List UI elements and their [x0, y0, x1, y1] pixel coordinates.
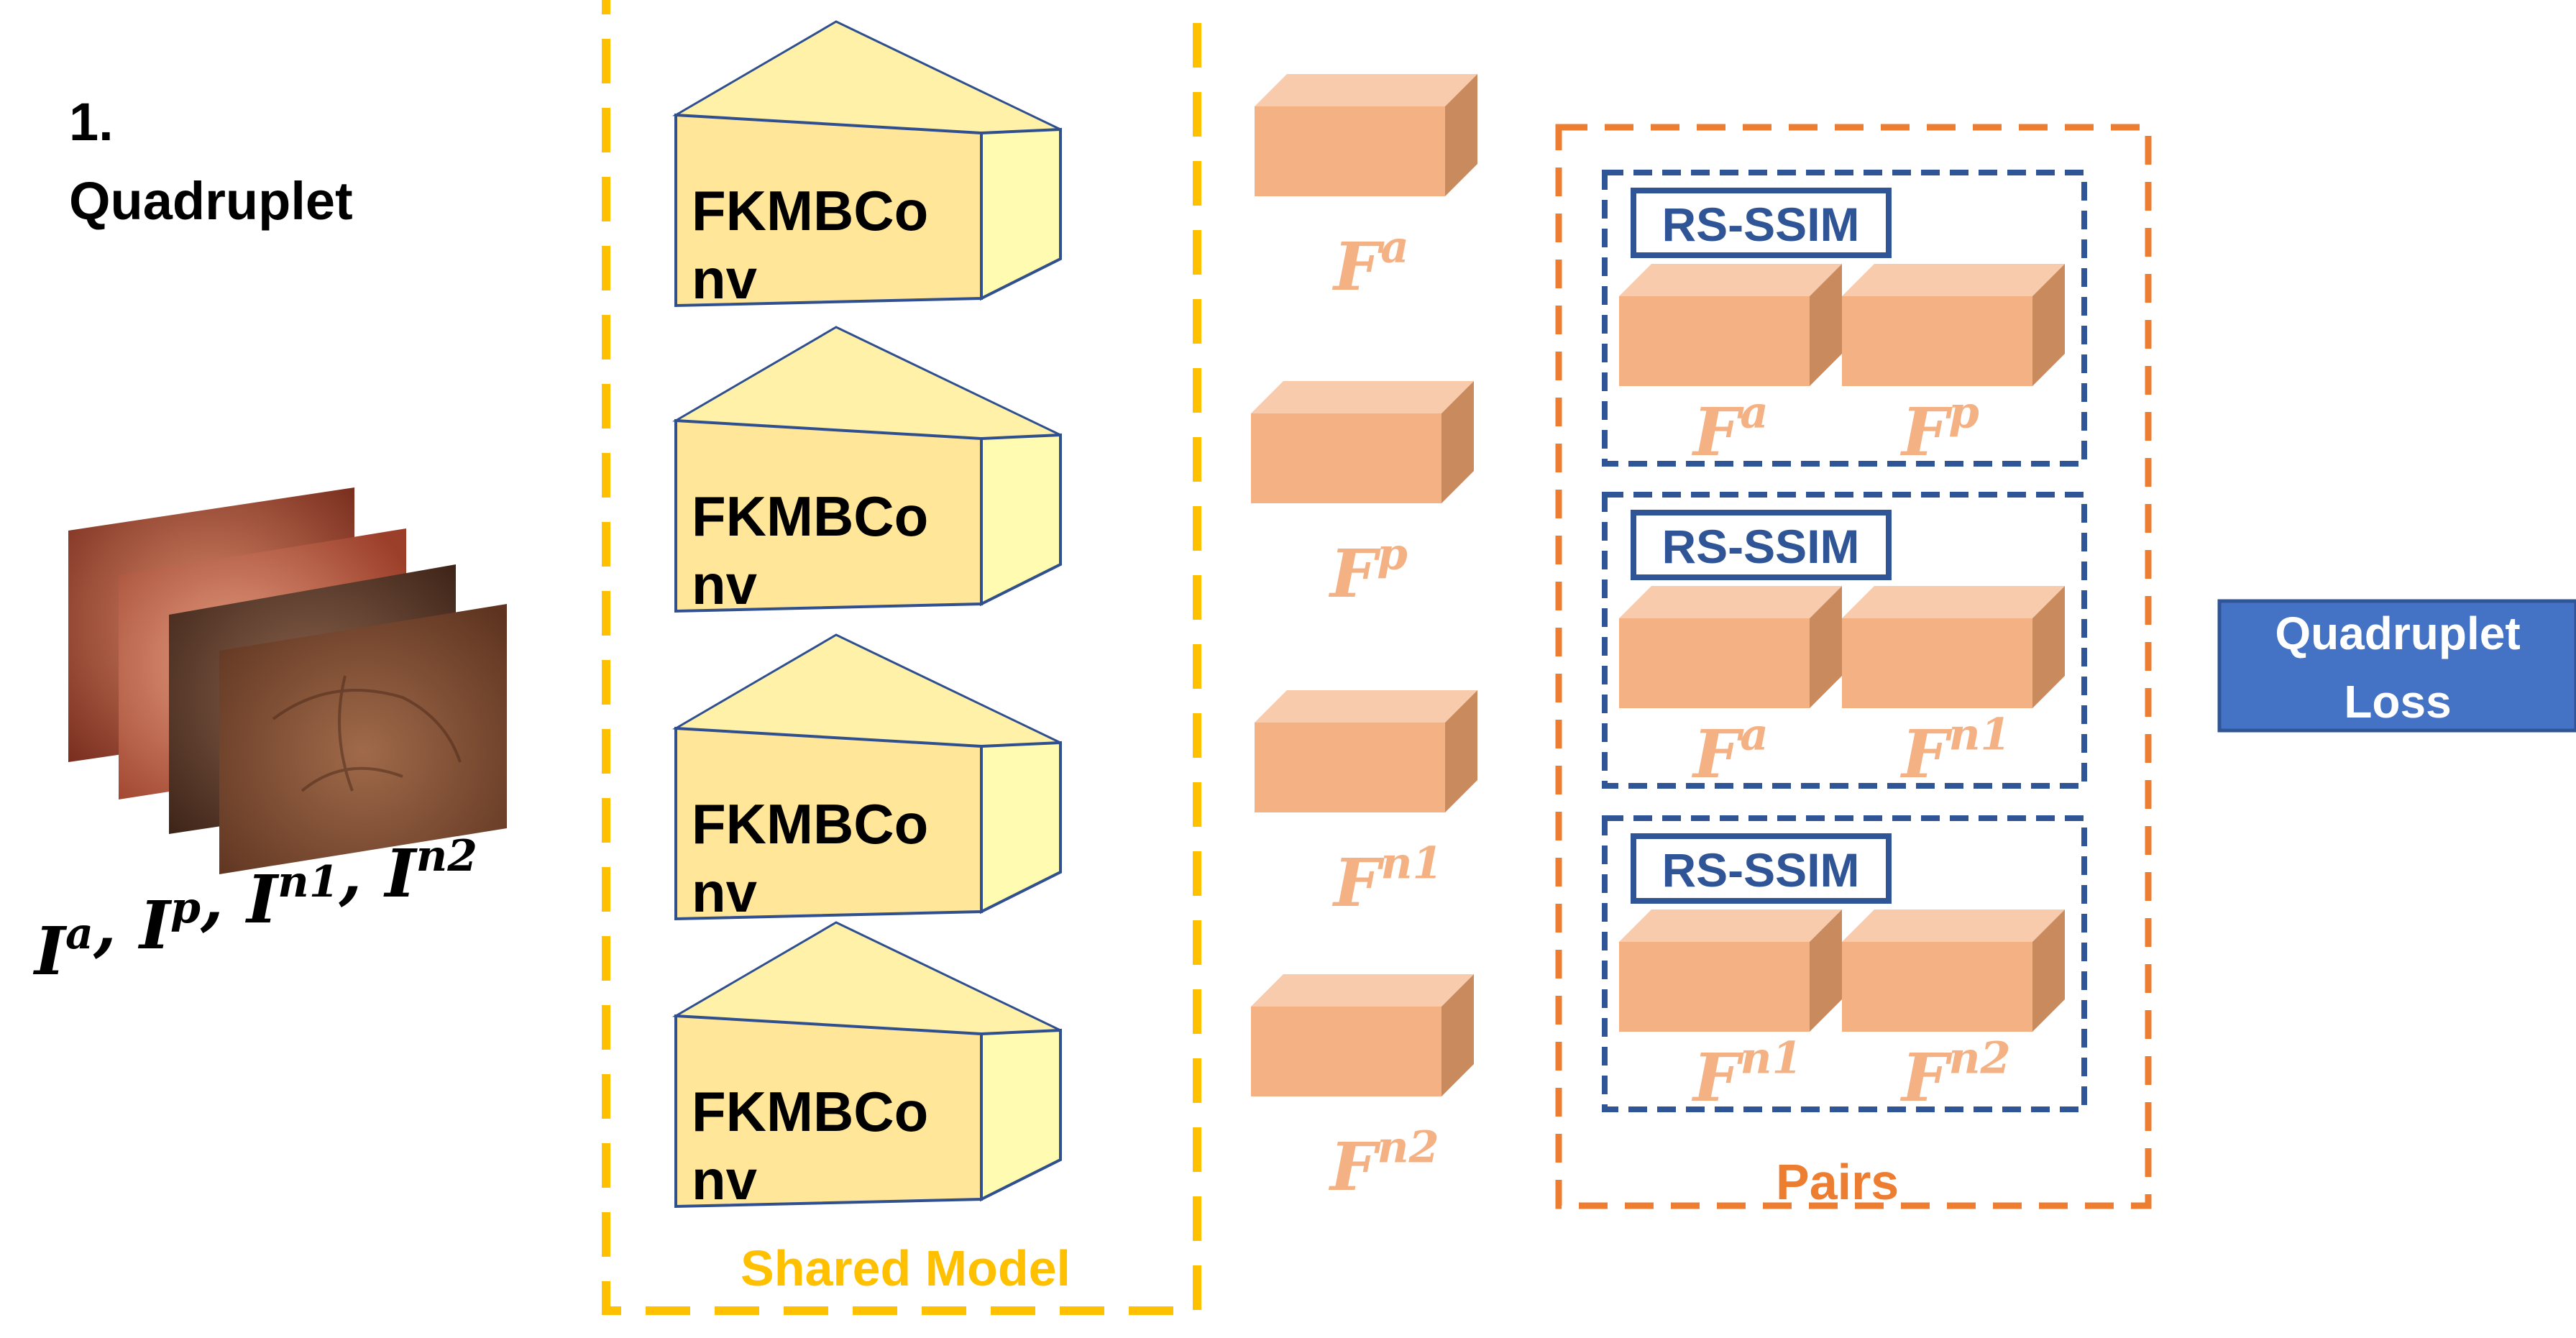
block-label-line2: nv [692, 861, 758, 924]
quadruplet-loss-box: Quadruplet Loss [2217, 599, 2576, 733]
pair-frame [1602, 170, 2087, 467]
image-texture [272, 675, 462, 792]
pair-feature-left-label: Fa [1691, 709, 1769, 793]
pair-feature-left [1619, 586, 1842, 708]
feature-label: Fn2 [1328, 1122, 1439, 1206]
pair-feature-left-label: Fa [1691, 387, 1769, 471]
feature-box [1255, 74, 1477, 196]
rs-ssim-label: RS-SSIM [1661, 520, 1859, 573]
shared-model-frame [602, 0, 1201, 1315]
block-label-line2: nv [692, 1148, 758, 1211]
pair-frame [1602, 492, 2087, 789]
pair-feature-left [1619, 264, 1842, 386]
step-name: Quadruplet [69, 171, 353, 231]
block-label-line1: FKMBCo [692, 792, 928, 856]
pair-feature-right [1842, 264, 2065, 386]
image-negative-2 [219, 604, 507, 874]
block-label-line1: FKMBCo [692, 179, 928, 242]
feature-box [1251, 974, 1474, 1096]
block-label-line1: FKMBCo [692, 1080, 928, 1143]
pair-feature-right-label: Fp [1899, 387, 1979, 471]
block-label-line2: nv [692, 247, 758, 311]
shared-model-label: Shared Model [741, 1240, 1071, 1296]
input-image-stack [68, 487, 507, 874]
loss-label-line2: Loss [2344, 676, 2451, 728]
pair-group: RS-SSIM Fa Fn1 [1602, 492, 2087, 793]
pair-feature-left [1619, 909, 1842, 1032]
block-label-line2: nv [692, 553, 758, 616]
rs-ssim-box [1631, 188, 1892, 258]
pairs-frame [1555, 124, 2152, 1209]
pair-feature-left-label: Fn1 [1691, 1032, 1802, 1117]
pair-group: RS-SSIM Fn1 Fn2 [1602, 815, 2087, 1117]
pair-feature-right-label: Fn1 [1899, 709, 2011, 793]
pairs-label: Pairs [1776, 1154, 1899, 1210]
pair-group: RS-SSIM Fa Fp [1602, 170, 2087, 471]
step-title: 1. Quadruplet [69, 92, 353, 231]
rs-ssim-box [1631, 510, 1892, 580]
feature-label: Fa [1331, 221, 1409, 306]
feature-box [1255, 690, 1477, 812]
block-label-line1: FKMBCo [692, 485, 928, 548]
input-caption: Ia, Ip, In1, In2 [32, 831, 477, 990]
rs-ssim-label: RS-SSIM [1661, 198, 1859, 251]
feature-label: Fn1 [1331, 838, 1443, 922]
feature-box [1251, 381, 1474, 503]
pair-feature-right-label: Fn2 [1899, 1032, 2011, 1117]
feature-label: Fp [1328, 528, 1408, 613]
rs-ssim-box [1631, 833, 1892, 904]
step-number: 1. [69, 92, 114, 152]
pair-feature-right [1842, 909, 2065, 1032]
loss-label-line1: Quadruplet [2275, 608, 2520, 659]
pair-frame [1602, 815, 2087, 1112]
pair-feature-right [1842, 586, 2065, 708]
rs-ssim-label: RS-SSIM [1661, 843, 1859, 897]
